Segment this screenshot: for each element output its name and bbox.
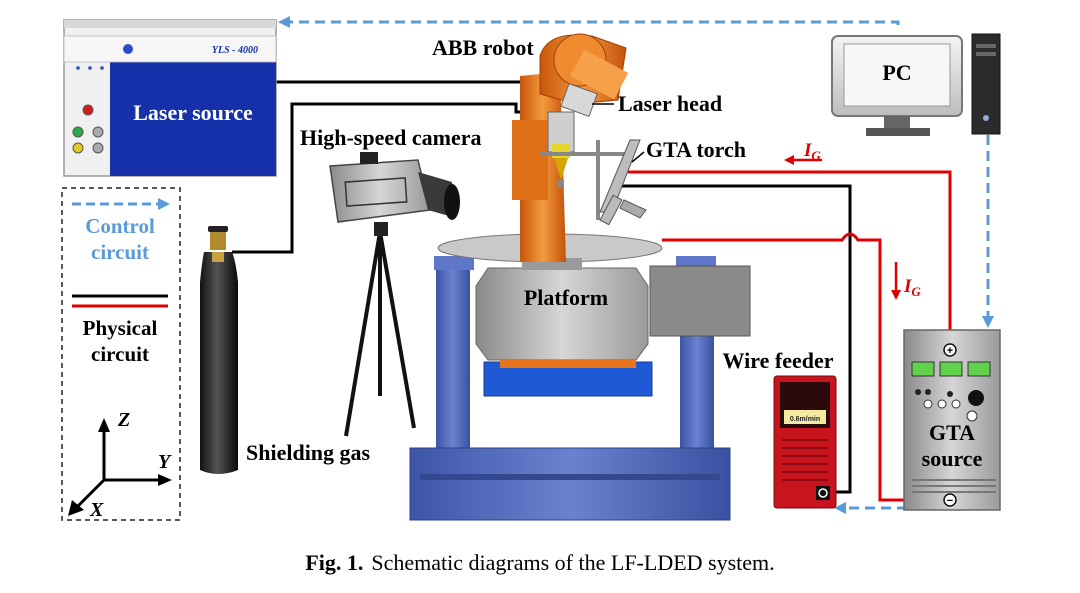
pc-label: PC — [882, 60, 911, 85]
wire-feeder: 0.6m/min Wire feeder — [723, 348, 837, 509]
high-speed-camera — [329, 152, 460, 437]
legend-control-line2: circuit — [91, 240, 149, 264]
pointer-lines — [592, 103, 645, 163]
red-indicator — [82, 104, 94, 116]
wire-feeder-label: Wire feeder — [723, 348, 834, 373]
minus-symbol: − — [947, 495, 953, 507]
svg-text:IG: IG — [803, 140, 821, 163]
control-circuit-lines — [286, 20, 990, 510]
shielding-gas-bottle — [200, 226, 238, 474]
gta-source: + − GTA source — [903, 329, 1001, 511]
current-label-top: I — [803, 140, 812, 161]
laser-head — [560, 82, 598, 118]
svg-text:IG: IG — [903, 276, 921, 299]
current-arrow-top: IG — [784, 140, 822, 165]
laser-source-label: Laser source — [133, 100, 253, 125]
current-arrow-right: IG — [891, 262, 921, 300]
caption-label: Fig. 1. — [305, 550, 363, 575]
gta-torch-label: GTA torch — [646, 137, 746, 162]
platform-label: Platform — [524, 285, 608, 310]
laser-model-label: YLS - 4000 — [212, 45, 258, 56]
gta-source-line1: GTA — [929, 420, 975, 445]
positioner-platform: Platform — [409, 233, 751, 521]
legend-physical-line2: circuit — [91, 342, 149, 366]
svg-text:Fig. 1.Schematic diagrams of t: Fig. 1. Schematic diagrams of the LF-LDED… — [305, 550, 774, 575]
current-subscript-top: G — [811, 148, 821, 163]
physical-red-lines — [628, 170, 952, 502]
axis-z-label: Z — [117, 409, 130, 431]
current-label-right: I — [903, 276, 912, 297]
laser-head-label: Laser head — [618, 91, 722, 116]
current-subscript-right: G — [911, 284, 921, 299]
axis-y-label: Y — [158, 451, 172, 473]
caption-text: Schematic diagrams of the LF-LDED system… — [371, 550, 774, 575]
control-arrowheads — [278, 16, 994, 514]
legend-control-line1: Control — [85, 214, 155, 238]
legend: Control circuit Physical circuit Z Y X — [61, 187, 181, 521]
gta-torch — [599, 194, 623, 226]
axis-x-label: X — [89, 499, 104, 521]
gta-minus-terminal — [943, 493, 957, 507]
pc: PC — [831, 33, 1001, 136]
shielding-gas-label: Shielding gas — [246, 440, 371, 465]
gta-plus-terminal — [943, 343, 957, 357]
high-speed-camera-label: High-speed camera — [300, 125, 481, 150]
abb-robot — [512, 33, 647, 262]
coordinate-axes — [68, 418, 172, 516]
wire-feeder-display: 0.6m/min — [790, 416, 820, 423]
laser-source: YLS - 4000 Laser source — [63, 19, 277, 177]
plus-symbol: + — [947, 345, 953, 357]
abb-robot-label: ABB robot — [432, 35, 534, 60]
gta-source-line2: source — [922, 446, 983, 471]
legend-physical-line1: Physical — [83, 316, 158, 340]
